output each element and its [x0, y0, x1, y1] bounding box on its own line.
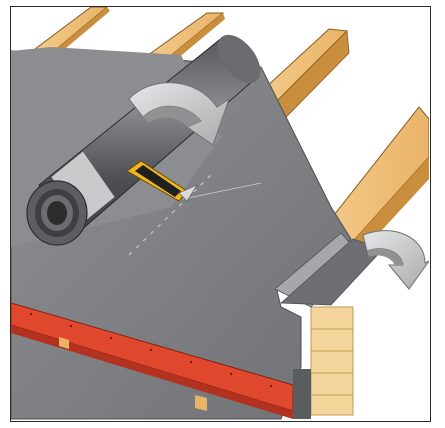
drip-edge: [11, 302, 311, 419]
rotate-arrow-icon: [128, 82, 230, 146]
roofing-illustration: [11, 7, 429, 420]
utility-knife-icon: [126, 160, 198, 202]
illustration-frame: [10, 6, 431, 422]
sheathing-boards: [310, 306, 354, 416]
roofing-roll: [26, 34, 261, 246]
fold-arrow-icon: [362, 230, 429, 290]
